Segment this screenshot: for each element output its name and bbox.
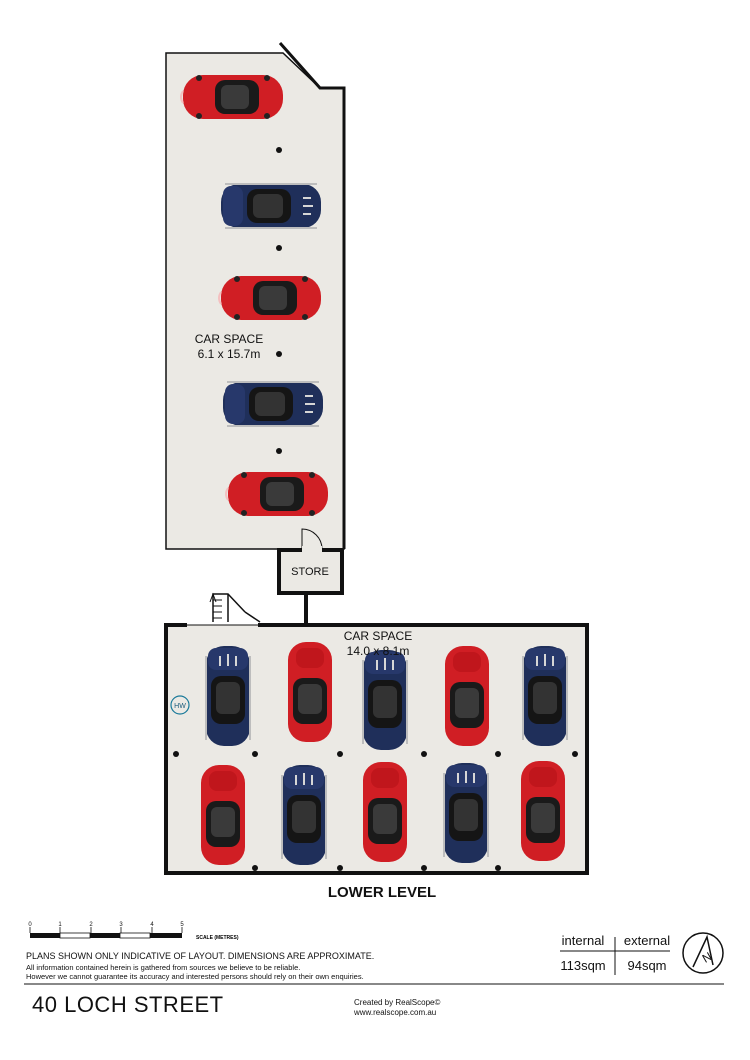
external-value: 94sqm [627, 958, 667, 973]
disclaimer-line-3: However we cannot guarantee its accuracy… [26, 972, 364, 981]
credit-line-2: www.realscope.com.au [354, 1008, 437, 1017]
external-label: external [623, 933, 671, 948]
car-icon [205, 645, 251, 747]
scale-label: SCALE (METRES) [196, 935, 239, 941]
upper-car-space: CAR SPACE 6.1 x 15.7m [165, 42, 346, 550]
scale-tick: 2 [89, 922, 93, 928]
store-room: STORE [277, 528, 344, 624]
hw-label: HW [174, 703, 186, 710]
credit-line-1: Created by RealScope© [354, 998, 441, 1007]
car-icon [521, 761, 565, 861]
scale-tick: 0 [28, 922, 32, 928]
car-icon [201, 765, 245, 865]
lower-room-name: CAR SPACE [344, 629, 412, 643]
disclaimer-line-2: All information contained herein is gath… [26, 963, 301, 972]
car-icon [362, 649, 408, 751]
car-icon [288, 642, 332, 742]
scale-tick: 5 [180, 922, 184, 928]
car-icon [222, 381, 324, 427]
car-icon [281, 764, 327, 866]
upper-room-name: CAR SPACE [195, 332, 263, 346]
store-label: STORE [291, 566, 329, 578]
car-icon [443, 762, 489, 864]
address-title: 40 LOCH STREET [32, 992, 224, 1017]
lower-room-dims: 14.0 x 8.1m [347, 644, 410, 658]
level-title: LOWER LEVEL [328, 884, 436, 901]
disclaimer-line-1: PLANS SHOWN ONLY INDICATIVE OF LAYOUT. D… [26, 951, 375, 961]
scale-tick: 1 [58, 922, 62, 928]
internal-label: internal [561, 933, 605, 948]
scale-bar: 0 1 2 3 4 5 SCALE (METRES) [28, 922, 239, 941]
car-icon [225, 471, 329, 517]
compass-icon: N [682, 932, 724, 974]
car-icon [220, 183, 322, 229]
car-icon [180, 74, 284, 120]
scale-tick: 4 [150, 922, 154, 928]
car-icon [445, 646, 489, 746]
car-icon [218, 275, 322, 321]
upper-room-dims: 6.1 x 15.7m [198, 347, 261, 361]
car-icon [522, 645, 568, 747]
hot-water-icon [170, 695, 190, 715]
internal-value: 113sqm [560, 958, 606, 973]
lower-car-space: HW CAR SPACE 14.0 x 8.1m [164, 623, 589, 875]
car-icon [363, 762, 407, 862]
stairs [209, 592, 261, 623]
scale-tick: 3 [119, 922, 123, 928]
